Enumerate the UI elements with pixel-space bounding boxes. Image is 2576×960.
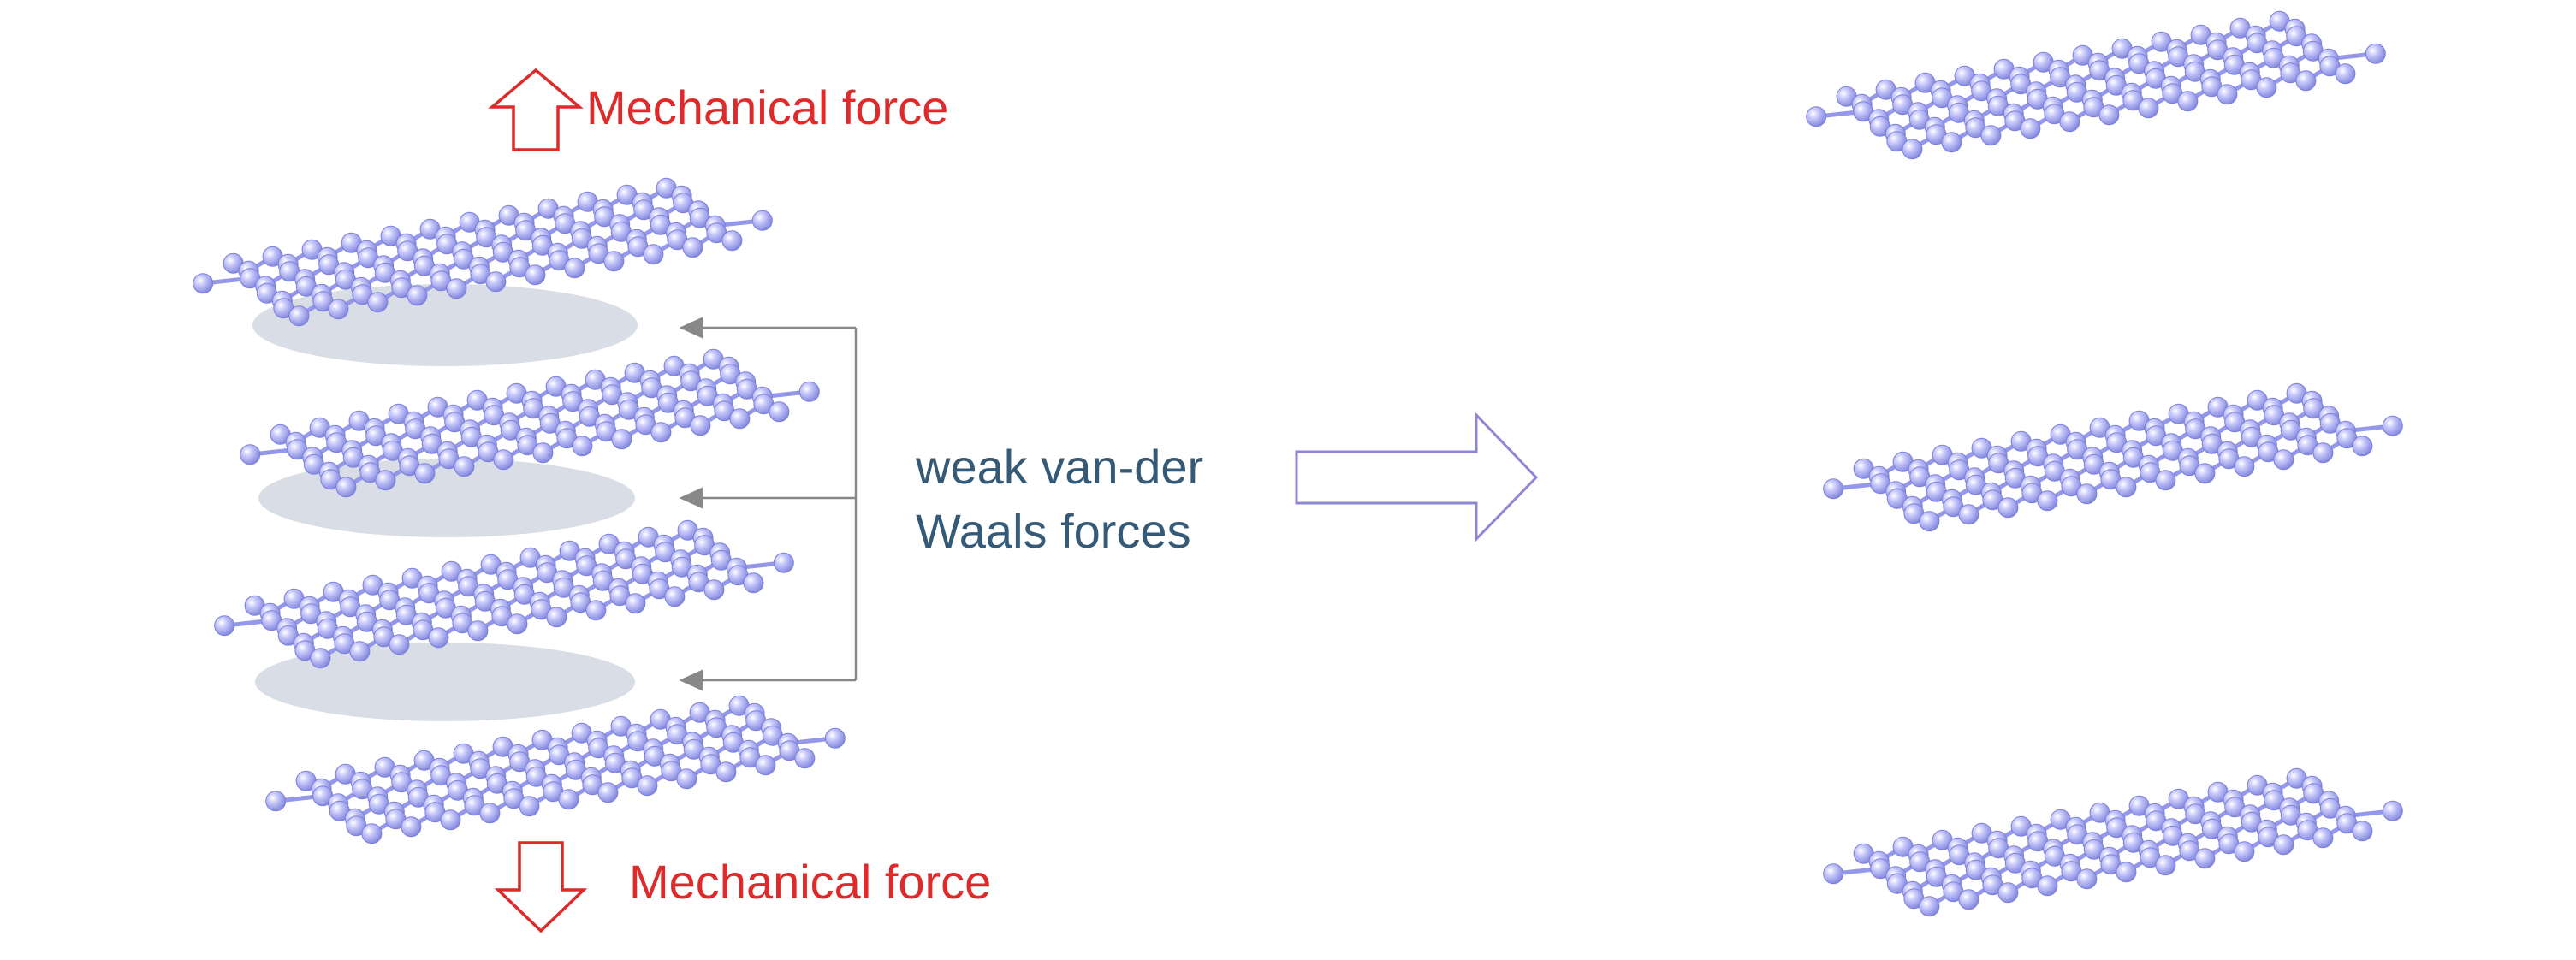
down-arrow-icon (494, 841, 588, 933)
vdw-label-line2: Waals forces (916, 504, 1191, 558)
gap-ellipse (252, 284, 638, 366)
graphene-sheet (265, 695, 846, 844)
vdw-bracket (679, 317, 858, 691)
graphene-sheets (193, 10, 2403, 917)
vdw-label-line1: weak van-der (915, 440, 1203, 494)
graphene-sheet (1823, 767, 2403, 917)
graphene-sheet (214, 519, 794, 669)
bottom-force-group: Mechanical force (494, 841, 991, 933)
up-arrow-icon (488, 68, 584, 151)
right-arrow-icon (1295, 412, 1539, 542)
bottom-force-label: Mechanical force (629, 855, 991, 909)
graphene-sheet (240, 348, 820, 498)
top-force-group: Mechanical force (488, 68, 948, 151)
gap-ellipse (255, 643, 635, 721)
graphene-sheet (193, 177, 773, 327)
graphene-sheet (1806, 10, 2386, 160)
gap-ellipse (258, 459, 635, 537)
top-force-label: Mechanical force (586, 80, 948, 134)
graphene-sheet (1823, 382, 2403, 532)
